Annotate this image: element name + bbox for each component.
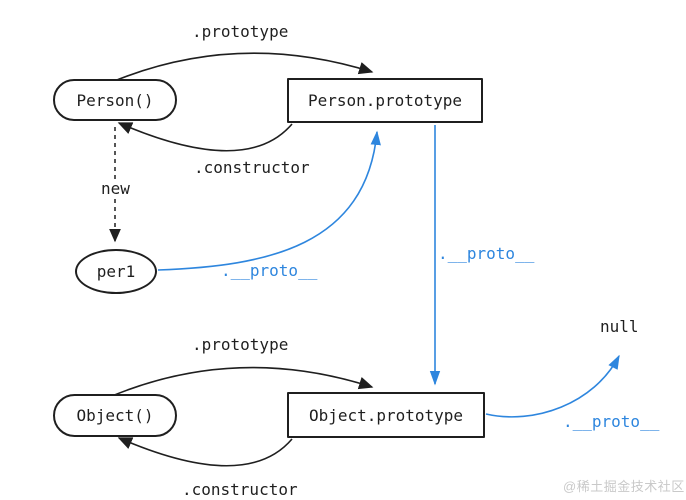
- node-null: null: [600, 317, 639, 336]
- node-object: Object(): [53, 394, 177, 437]
- arrow-proto-object-prototype-to-null: [485, 354, 620, 418]
- arrow-prototype-bottom: [111, 366, 374, 397]
- edge-label-prototype-top: .prototype: [192, 22, 289, 41]
- edge-label-constructor-bottom: .constructor: [182, 480, 298, 499]
- node-object-prototype: Object.prototype: [287, 392, 485, 438]
- watermark: @稀土掘金技术社区: [563, 479, 685, 494]
- arrow-prototype-top: [111, 52, 374, 83]
- edge-label-proto-per1: .__proto__: [221, 261, 318, 280]
- arrow-proto-per1-to-person-prototype: [157, 130, 381, 271]
- edge-label-proto-null: .__proto__: [563, 412, 660, 431]
- edge-label-new: new: [99, 179, 132, 199]
- node-person: Person(): [53, 79, 177, 121]
- edge-label-constructor-top: .constructor: [194, 158, 310, 177]
- edge-label-proto-chain: .__proto__: [438, 244, 535, 263]
- node-per1: per1: [75, 249, 157, 294]
- edge-label-prototype-bottom: .prototype: [192, 335, 289, 354]
- arrow-constructor-bottom: [117, 437, 293, 467]
- node-person-prototype: Person.prototype: [287, 78, 483, 123]
- arrow-constructor-top: [117, 122, 293, 152]
